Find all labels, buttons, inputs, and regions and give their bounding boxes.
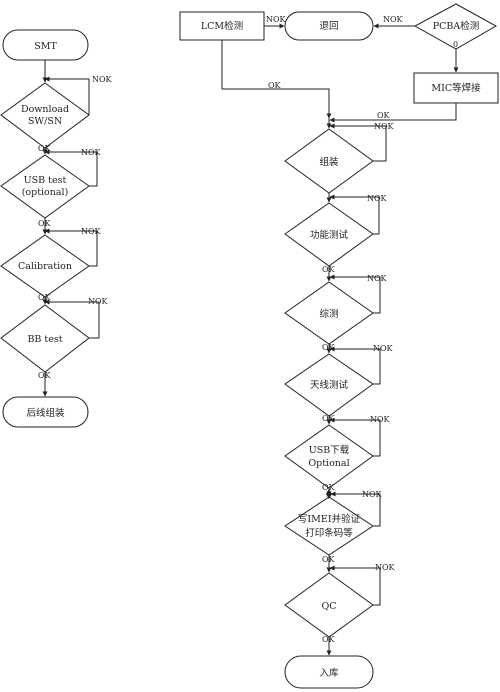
lcm-check-label: LCM检测 [201,20,243,32]
usb-download-label-line1: USB下载 [309,444,350,456]
edge-label-calibration-ok: OK [38,293,52,302]
edge-label-write-imei-ok: OK [322,555,336,564]
edge-label-lcm-ok: OK [268,81,282,90]
edge-label-qc-nok: NOK [375,563,396,572]
edge-write-imei-nok-loop [330,491,381,527]
pcba-check-label: PCBA检测 [433,20,480,32]
edge-bb-nok-loop [44,299,100,339]
edge-label-usb-ok: OK [38,219,52,228]
edge-label-assembly-nok: NOK [374,122,395,131]
mic-solder-box [413,72,499,104]
edge-lcm-ok-to-main [221,40,332,119]
edge-antenna-nok-loop [329,346,381,385]
antenna-test-label: 天线测试 [310,379,349,391]
edge-label-usb-nok: NOK [81,148,102,157]
edge-label-download-nok: NOK [92,75,113,84]
edge-function-nok-loop [329,194,380,235]
edge-label-antenna-ok: OK [322,414,336,423]
write-imei-label-line1: 写IMEI并验证 [298,513,361,525]
edge-label-calibration-nok: NOK [81,227,102,236]
edge-label-download-ok: OK [38,144,52,153]
edge-label-pcba-nok: NOK [383,15,404,24]
return-terminator [284,11,374,41]
edge-label-qc-ok: OK [322,635,336,644]
write-imei-label-line2: 打印条码等 [305,527,353,539]
return-label: 退回 [319,21,338,32]
edge-label-write-imei-nok: NOK [362,490,383,499]
smt-label: SMT [34,41,57,52]
edge-label-combined-ok: OK [322,343,336,352]
download-label-line2: SW/SN [28,116,62,127]
edge-label-lcm-nok: NOK [266,15,287,24]
mic-solder-label: MIC等焊接 [431,82,481,94]
edge-usb-download-nok-loop [329,417,381,457]
right-flow-main: 组装 功能测试 综测 天线测试 USB下载 Optional 写IMEI并验证 … [284,118,396,689]
right-flow-top: LCM检测 退回 PCBA检测 MIC等焊接 NOK NOK 0 OK OK [179,3,499,123]
edge-calibration-nok-loop [44,228,98,267]
bb-test-label: BB test [27,334,62,345]
write-imei-decision [284,496,374,556]
edge-label-antenna-nok: NOK [373,344,394,353]
usb-download-decision [284,424,374,489]
edge-label-pcba-zero: 0 [453,40,458,49]
left-flow: SMT Download SW/SN USB test (optional) C… [0,29,113,428]
storage-terminator [284,655,374,689]
edge-label-usb-download-nok: NOK [370,415,391,424]
lcm-check-box [179,11,265,41]
final-assembly-terminator [2,396,89,428]
edge-qc-nok-loop [329,565,381,606]
edge-label-bb-nok: NOK [88,297,109,306]
edge-label-bb-ok: OK [38,371,52,380]
edge-download-nok-loop [44,76,90,115]
assembly-label: 组装 [319,156,339,168]
download-label-line1: Download [21,104,69,115]
storage-label: 入库 [319,667,339,679]
edge-label-function-nok: NOK [367,194,388,203]
combined-test-label: 综测 [319,308,338,320]
edge-mic-ok-to-main [329,103,457,123]
function-test-label: 功能测试 [310,229,349,241]
edge-label-function-ok: OK [322,265,336,274]
edge-label-mic-ok: OK [377,111,391,120]
final-assembly-label: 后线组装 [26,407,65,419]
qc-label: QC [321,601,336,612]
edge-combined-nok-loop [329,274,381,314]
usb-test-label-line1: USB test [24,175,67,186]
edge-assembly-nok-loop [329,123,387,162]
calibration-label: Calibration [18,261,72,272]
usb-test-label-line2: (optional) [22,187,69,198]
usb-download-label-line2: Optional [308,458,349,469]
edge-usb-nok-loop [44,149,98,187]
edge-label-combined-nok: NOK [367,274,388,283]
edge-label-usb-download-ok: OK [322,483,336,492]
